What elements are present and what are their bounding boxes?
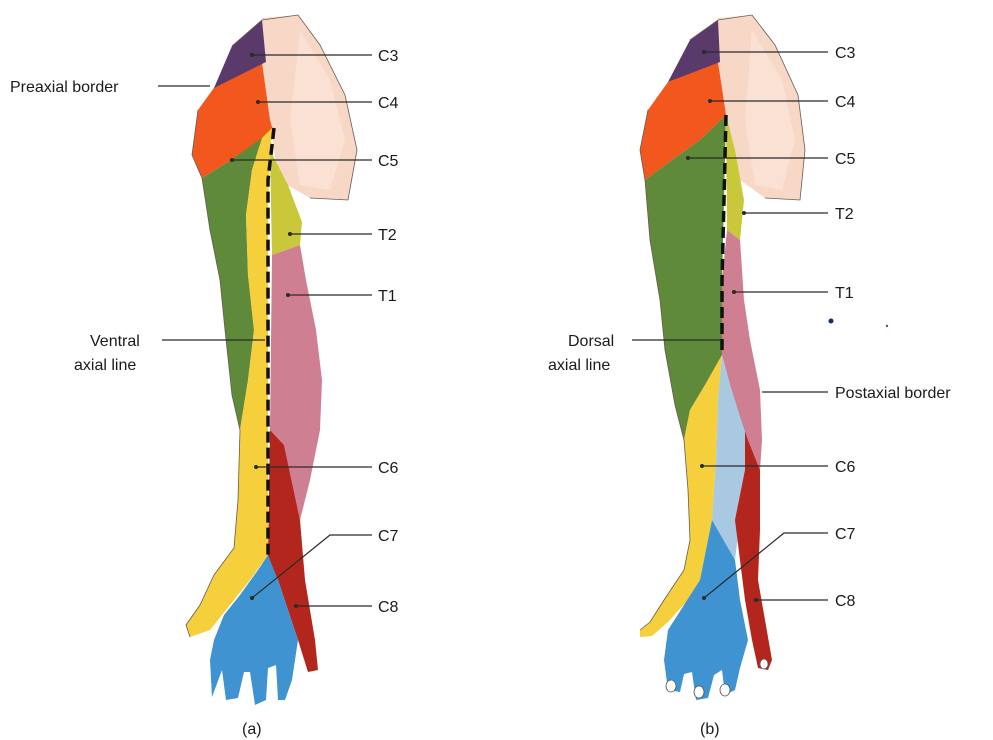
label-c5-b: C5 [835,151,856,168]
label-c8-a: C8 [378,599,399,616]
label-c5-a: C5 [378,153,399,170]
label-c3-a: C3 [378,48,399,65]
label-c6-b: C6 [835,459,856,476]
label-ventral-axial-line-2: axial line [74,357,136,374]
caption-b: (b) [700,721,720,738]
label-c7-b: C7 [835,526,856,543]
caption-a: (a) [242,721,262,738]
label-preaxial-border: Preaxial border [10,79,119,96]
label-t2-b: T2 [835,206,854,223]
label-c7-a: C7 [378,528,399,545]
label-c4-a: C4 [378,95,399,112]
label-t2-a: T2 [378,227,397,244]
label-c6-a: C6 [378,460,399,477]
label-t1-a: T1 [378,288,397,305]
label-c4-b: C4 [835,94,856,111]
label-ventral-axial-line-1: Ventral [90,333,140,350]
arm-ventral-view [186,15,357,705]
label-t1-b: T1 [835,285,854,302]
label-postaxial-border: Postaxial border [835,385,951,402]
label-c8-b: C8 [835,593,856,610]
label-dorsal-axial-line-1: Dorsal [568,333,614,350]
label-c3-b: C3 [835,45,856,62]
label-dorsal-axial-line-2: axial line [548,357,610,374]
